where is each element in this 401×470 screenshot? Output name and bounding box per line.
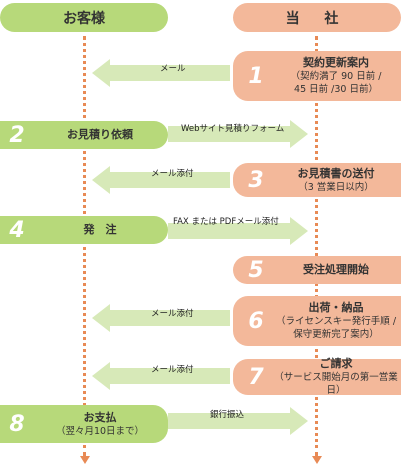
arrow-3 bbox=[92, 166, 230, 194]
step-8-box: 8 お支払 （翌々月10日まで） bbox=[0, 405, 168, 443]
step-3-box: 3 お見積書の送付 （3 営業日以内） bbox=[233, 163, 401, 197]
step-6-number: 6 bbox=[248, 308, 264, 334]
arrow-6 bbox=[92, 304, 230, 332]
arrow-2-label: Webサイト見積りフォーム bbox=[181, 124, 285, 134]
step-5-title: 受注処理開始 bbox=[303, 263, 369, 276]
arrow-1-label: メール bbox=[160, 64, 186, 74]
arrow-4 bbox=[168, 217, 308, 245]
step-8-subtitle: （翌々月10日まで） bbox=[55, 425, 145, 437]
step-1-subtitle: （契約満了 90 日前 / bbox=[290, 71, 382, 82]
step-3-title: お見積書の送付 bbox=[297, 166, 375, 180]
step-3-subtitle: （3 営業日以内） bbox=[298, 181, 374, 193]
customer-timeline bbox=[83, 36, 86, 456]
arrow-6-label: メール添付 bbox=[151, 309, 194, 319]
arrow-7-label: メール添付 bbox=[151, 365, 194, 375]
arrow-7 bbox=[92, 362, 230, 390]
step-7-title: ご請求 bbox=[319, 357, 353, 370]
arrow-8-label: 銀行振込 bbox=[210, 410, 245, 420]
step-7-box: 7 ご請求 （サービス開始月の第一営業日） bbox=[233, 357, 401, 396]
customer-timeline-arrowhead bbox=[80, 456, 90, 464]
step-6-subtitle: （ライセンスキー発行手順 / bbox=[275, 316, 397, 327]
arrow-8 bbox=[168, 407, 308, 435]
arrow-1 bbox=[92, 59, 230, 87]
step-4-box: 4 発 注 bbox=[0, 216, 168, 244]
step-5-box: 5 受注処理開始 bbox=[233, 256, 401, 284]
step-6-box: 6 出荷・納品 （ライセンスキー発行手順 / 保守更新完了案内） bbox=[233, 296, 401, 346]
step-3-number: 3 bbox=[248, 167, 264, 193]
step-2-title: お見積り依頼 bbox=[67, 128, 133, 141]
step-2-box: 2 お見積り依頼 bbox=[0, 121, 168, 149]
step-6-title: 出荷・納品 bbox=[308, 301, 364, 314]
step-1-number: 1 bbox=[248, 63, 264, 89]
step-4-title: 発 注 bbox=[83, 223, 117, 236]
step-1-subtitle-2: 45 日前 /30 日前） bbox=[294, 84, 378, 95]
customer-column-header: お客様 bbox=[0, 3, 168, 32]
step-7-subtitle: （サービス開始月の第一営業日） bbox=[274, 372, 398, 396]
step-7-number: 7 bbox=[248, 364, 264, 390]
company-timeline-arrowhead bbox=[312, 456, 322, 464]
step-8-title: お支払 bbox=[83, 410, 117, 424]
step-2-number: 2 bbox=[9, 122, 25, 148]
arrow-2 bbox=[168, 120, 308, 148]
arrow-3-label: メール添付 bbox=[151, 169, 194, 179]
step-5-number: 5 bbox=[248, 257, 264, 283]
company-timeline bbox=[315, 36, 318, 456]
step-1-title: 契約更新案内 bbox=[303, 56, 369, 69]
company-column-header: 当 社 bbox=[233, 3, 401, 32]
arrow-4-label: FAX または PDFメール添付 bbox=[173, 217, 279, 227]
step-4-number: 4 bbox=[9, 217, 25, 243]
step-6-subtitle-2: 保守更新完了案内） bbox=[293, 329, 379, 340]
step-8-number: 8 bbox=[9, 411, 25, 437]
step-1-box: 1 契約更新案内 （契約満了 90 日前 / 45 日前 /30 日前） bbox=[233, 51, 401, 101]
